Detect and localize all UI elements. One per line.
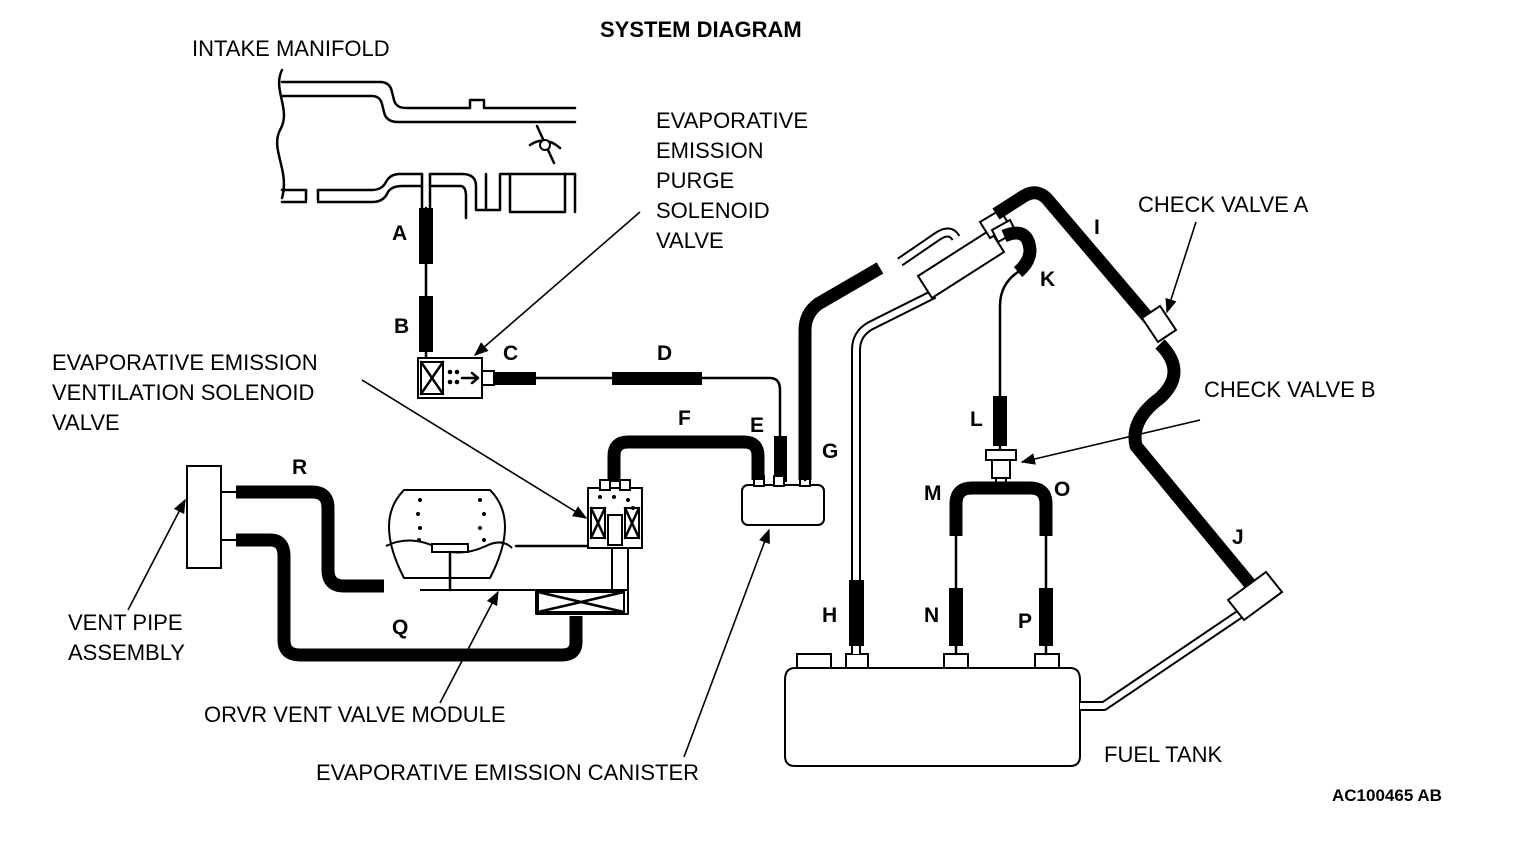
ventilation-solenoid-valve	[587, 479, 643, 549]
hose-g-letter: G	[822, 440, 838, 463]
hose-p	[1039, 588, 1053, 646]
ventilation-label-1: EVAPORATIVE EMISSION	[52, 350, 318, 375]
hose-o	[1000, 481, 1053, 536]
hose-a	[419, 208, 433, 264]
hose-m	[949, 481, 1000, 536]
hose-k-letter: K	[1040, 268, 1055, 291]
purge-label-5: VALVE	[656, 228, 724, 253]
intake-manifold-label: INTAKE MANIFOLD	[192, 36, 390, 61]
hose-i	[992, 186, 1155, 325]
hose-j-letter: J	[1232, 526, 1244, 549]
purge-label-4: SOLENOID	[656, 198, 770, 223]
evaporative-emission-canister	[741, 475, 825, 526]
hose-h-letter: H	[822, 604, 837, 627]
hose-d-letter: D	[657, 342, 672, 365]
hose-c-letter: C	[503, 342, 518, 365]
hose-n-letter: N	[924, 604, 939, 627]
hose-o-letter: O	[1054, 478, 1070, 501]
filler-neck-block	[916, 208, 1018, 300]
hose-p-letter: P	[1018, 610, 1032, 633]
vent-pipe-assembly	[186, 465, 236, 569]
hose-f	[607, 435, 765, 482]
vent-pipe-label-1: VENT PIPE	[68, 610, 183, 635]
hose-g	[798, 262, 884, 480]
hose-m-letter: M	[924, 482, 942, 505]
canister-label: EVAPORATIVE EMISSION CANISTER	[316, 760, 699, 785]
purge-label-3: PURGE	[656, 168, 734, 193]
check-valve-a-label: CHECK VALVE A	[1138, 192, 1309, 217]
diagram-title: SYSTEM DIAGRAM	[600, 17, 802, 42]
ventilation-label-3: VALVE	[52, 410, 120, 435]
hose-q-letter: Q	[392, 616, 408, 639]
orvr-vent-valve-module	[385, 489, 629, 615]
ventilation-label-2: VENTILATION SOLENOID	[52, 380, 314, 405]
fuel-tank-label: FUEL TANK	[1104, 742, 1223, 767]
hose-k	[1001, 226, 1037, 277]
purge-solenoid-valve	[417, 357, 495, 399]
hose-j-fitting	[1226, 570, 1284, 622]
vent-pipe-label-2: ASSEMBLY	[68, 640, 185, 665]
purge-label-2: EMISSION	[656, 138, 764, 163]
hose-e-letter: E	[750, 414, 764, 437]
hose-b	[419, 296, 433, 352]
hose-h	[849, 580, 864, 646]
orvr-label: ORVR VENT VALVE MODULE	[204, 702, 506, 727]
reference-code: AC100465 AB	[1332, 786, 1442, 805]
purge-label-1: EVAPORATIVE	[656, 108, 808, 133]
hose-i-letter: I	[1094, 216, 1100, 239]
hose-d	[612, 372, 702, 385]
hose-c	[494, 372, 536, 385]
hose-r	[236, 485, 384, 593]
hose-l	[993, 396, 1007, 446]
hose-l-letter: L	[970, 408, 983, 431]
hose-f-letter: F	[678, 407, 691, 430]
check-valve-b	[985, 449, 1017, 487]
hose-q	[236, 533, 583, 662]
hose-a-letter: A	[392, 222, 407, 245]
fuel-tank	[784, 653, 1081, 767]
hose-e	[774, 436, 787, 482]
hose-r-letter: R	[292, 456, 307, 479]
check-valve-a	[1140, 304, 1178, 344]
intake-manifold	[275, 68, 577, 220]
hose-n	[949, 588, 963, 646]
hose-b-letter: B	[394, 315, 409, 338]
check-valve-b-label: CHECK VALVE B	[1204, 377, 1376, 402]
